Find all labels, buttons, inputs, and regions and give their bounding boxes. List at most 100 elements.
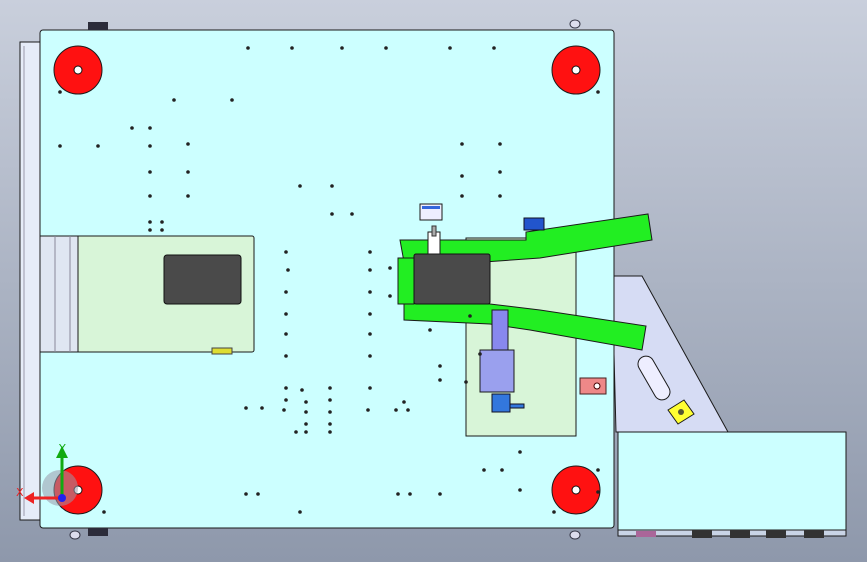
mounting-hole: [172, 98, 176, 102]
arm-bolt: [523, 217, 545, 231]
mounting-hole: [552, 510, 556, 514]
mounting-hole: [368, 332, 372, 336]
left-rail[interactable]: [19, 41, 41, 521]
mounting-hole: [328, 398, 332, 402]
left-block[interactable]: [163, 254, 242, 305]
mounting-hole: [498, 142, 502, 146]
slide-stop: [579, 377, 607, 395]
mounting-hole: [408, 492, 412, 496]
sensor-body[interactable]: [479, 349, 515, 393]
mounting-hole: [330, 212, 334, 216]
mounting-hole: [328, 422, 332, 426]
control-box-ports[interactable]: [636, 530, 824, 538]
mounting-hole: [148, 194, 152, 198]
plate-lug-bottom-right: [569, 530, 581, 540]
z-axis-dot: [58, 494, 66, 502]
mounting-hole: [438, 364, 442, 368]
mounting-hole: [482, 468, 486, 472]
mounting-hole: [284, 386, 288, 390]
mounting-hole: [304, 400, 308, 404]
mounting-hole: [498, 194, 502, 198]
mounting-hole: [304, 410, 308, 414]
mounting-hole: [518, 488, 522, 492]
mounting-hole: [406, 408, 410, 412]
mounting-hole: [130, 126, 134, 130]
bracket-slot: [637, 355, 671, 401]
mounting-hole: [368, 250, 372, 254]
mounting-hole: [596, 490, 600, 494]
foot-bottom-right[interactable]: [551, 465, 601, 515]
mounting-hole: [160, 220, 164, 224]
control-box[interactable]: [617, 431, 847, 531]
mounting-hole: [402, 400, 406, 404]
mounting-hole: [394, 408, 398, 412]
sensor-head: [491, 393, 511, 413]
mounting-hole: [468, 314, 472, 318]
connector-screw: [678, 409, 684, 415]
clamp-knob[interactable]: [419, 203, 443, 255]
mounting-hole: [260, 406, 264, 410]
mounting-hole: [96, 144, 100, 148]
mounting-hole: [148, 144, 152, 148]
mounting-hole: [492, 46, 496, 50]
slide-stop-hole: [593, 382, 601, 390]
x-axis-arrow: [24, 492, 34, 504]
mounting-hole: [186, 170, 190, 174]
mounting-hole: [244, 406, 248, 410]
mounting-hole: [286, 268, 290, 272]
plate-lug-bottom-left: [69, 530, 81, 540]
mounting-hole: [102, 510, 106, 514]
mounting-hole: [328, 430, 332, 434]
mounting-hole: [284, 354, 288, 358]
mounting-hole: [304, 422, 308, 426]
mounting-hole: [58, 90, 62, 94]
mounting-hole: [300, 388, 304, 392]
mounting-hole: [244, 492, 248, 496]
mounting-hole: [298, 184, 302, 188]
foot-top-right[interactable]: [551, 45, 601, 95]
mounting-hole: [438, 492, 442, 496]
mounting-hole: [518, 450, 522, 454]
mounting-hole: [368, 354, 372, 358]
mounting-hole: [282, 408, 286, 412]
mounting-hole: [460, 142, 464, 146]
mounting-hole: [330, 184, 334, 188]
left-pocket-tab: [211, 347, 233, 355]
foot-top-left[interactable]: [53, 45, 103, 95]
mounting-hole: [366, 408, 370, 412]
mounting-hole: [368, 386, 372, 390]
mounting-hole: [284, 332, 288, 336]
mounting-hole: [464, 380, 468, 384]
mounting-hole: [294, 430, 298, 434]
mounting-hole: [246, 46, 250, 50]
coordinate-triad: Y X: [16, 442, 78, 506]
mounting-hole: [460, 174, 464, 178]
mounting-hole: [284, 290, 288, 294]
mounting-holes: [58, 46, 600, 514]
mounting-hole: [148, 228, 152, 232]
clamp-side[interactable]: [397, 257, 415, 305]
y-axis-arrow: [56, 446, 68, 458]
mounting-hole: [388, 294, 392, 298]
clamp-arm-lower[interactable]: [403, 299, 647, 351]
mounting-hole: [160, 228, 164, 232]
y-axis-label: Y: [58, 442, 66, 455]
mounting-hole: [148, 126, 152, 130]
mounting-hole: [350, 212, 354, 216]
mounting-hole: [438, 378, 442, 382]
mounting-hole: [284, 250, 288, 254]
mounting-hole: [596, 90, 600, 94]
bracket-connector[interactable]: [667, 399, 695, 425]
mounting-hole: [148, 220, 152, 224]
mounting-hole: [500, 468, 504, 472]
mounting-hole: [148, 170, 152, 174]
mounting-hole: [186, 194, 190, 198]
right-block[interactable]: [413, 253, 491, 305]
plate-lug-top-right: [569, 19, 581, 29]
plate-tab-top-left: [88, 22, 108, 30]
mounting-hole: [290, 46, 294, 50]
mounting-hole: [298, 510, 302, 514]
mounting-hole: [428, 328, 432, 332]
